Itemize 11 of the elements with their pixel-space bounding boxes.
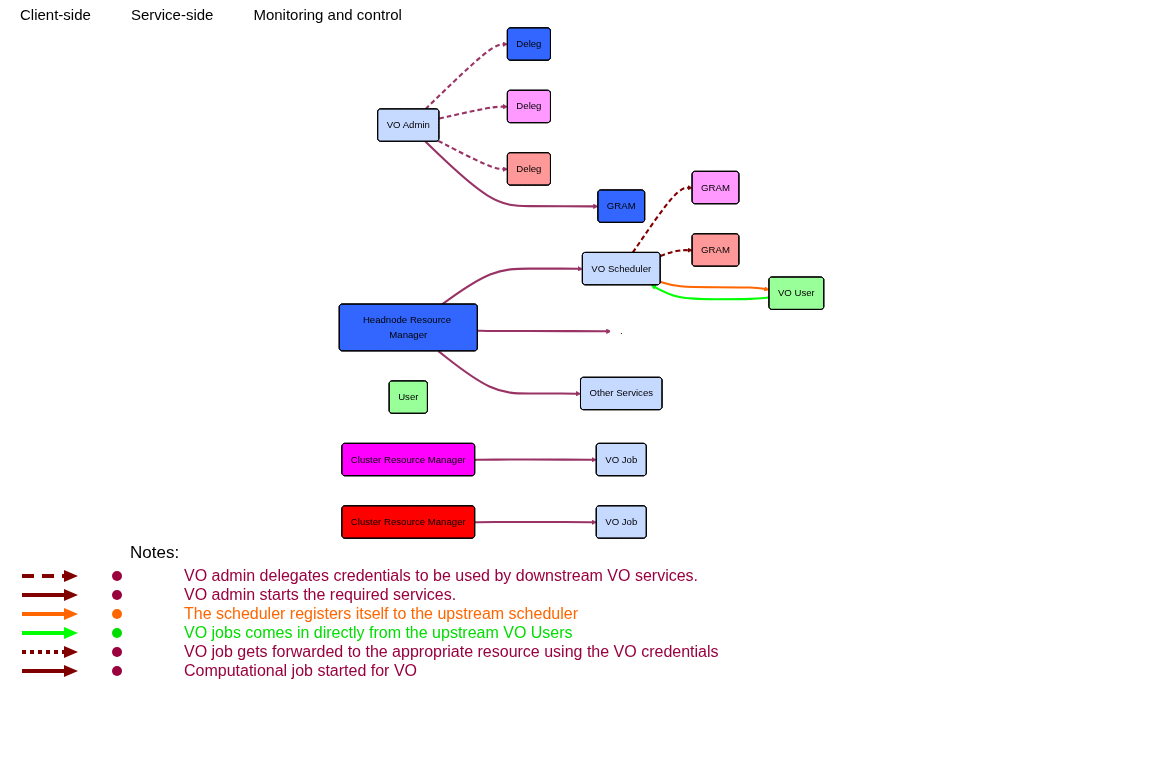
note-label: Service-side [130, 6, 214, 23]
node-text: . [619, 325, 623, 336]
notes-heading: Notes: [130, 543, 181, 563]
legend-text: The scheduler registers itself to the upstream scheduler [184, 605, 578, 623]
note-label: Client-side [20, 6, 91, 23]
legend-text: VO job gets forwarded to the appropriate resource using the VO credentials [184, 643, 719, 661]
legend-text: VO admin starts the required services. [184, 586, 457, 604]
legend-text: VO jobs comes in directly from the upstream VO Users [184, 624, 573, 642]
note-label: Monitoring and control [253, 6, 402, 23]
legend-text: VO admin delegates credentials to be used by downstream VO services. [184, 567, 699, 585]
legend-text: Computational job started for VO [184, 662, 417, 680]
